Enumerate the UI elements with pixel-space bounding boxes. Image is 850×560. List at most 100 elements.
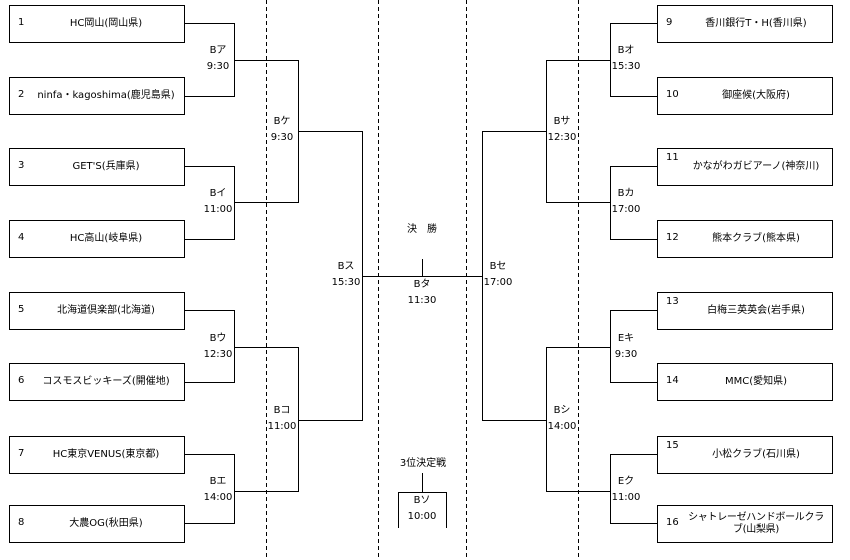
team-name: 北海道倶楽部(北海道) xyxy=(57,305,155,316)
team-box-12: 12 熊本クラブ(熊本県) xyxy=(657,220,833,258)
match-id: Bア xyxy=(209,45,227,56)
match-label-bu: Bウ 12:30 xyxy=(198,331,238,363)
match-time: 12:30 xyxy=(547,132,577,143)
team-box-13: 13 白梅三英英会(岩手県) xyxy=(657,292,833,330)
team-seed: 10 xyxy=(666,89,679,100)
match-time: 9:30 xyxy=(270,132,294,143)
team-name: かながわガビアーノ(神奈川) xyxy=(692,161,820,172)
team-seed: 9 xyxy=(666,17,673,28)
third-place-heading: 3位決定戦 xyxy=(399,458,447,469)
connector-be xyxy=(185,454,235,524)
team-seed: 5 xyxy=(18,304,25,315)
match-label-bsu: Bス 15:30 xyxy=(326,259,366,291)
match-time: 9:30 xyxy=(206,61,230,72)
team-name: ninfa・kagoshima(鹿児島県) xyxy=(37,90,175,101)
match-time: 14:00 xyxy=(203,492,233,503)
team-box-2: 2 ninfa・kagoshima(鹿児島県) xyxy=(9,77,185,115)
match-label-bka: Bカ 17:00 xyxy=(606,186,646,218)
match-label-bi: Bイ 11:00 xyxy=(198,186,238,218)
match-label-bso: Bソ 10:00 xyxy=(402,493,442,525)
team-seed: 11 xyxy=(666,152,679,163)
connector-eku xyxy=(610,454,657,524)
connector-bshi xyxy=(546,347,611,492)
team-name: コスモスビッキーズ(開催地) xyxy=(42,376,170,387)
match-id: Bセ xyxy=(489,261,507,272)
match-label-bsa: Bサ 12:30 xyxy=(542,114,582,146)
team-seed: 3 xyxy=(18,160,25,171)
team-name: 御座候(大阪府) xyxy=(722,90,790,101)
match-time: 15:30 xyxy=(611,61,641,72)
final-heading: 決 勝 xyxy=(407,224,437,235)
team-seed: 12 xyxy=(666,232,679,243)
match-time: 14:00 xyxy=(547,421,577,432)
team-seed: 1 xyxy=(18,17,25,28)
match-label-bshi: Bシ 14:00 xyxy=(542,403,582,435)
match-time: 17:00 xyxy=(611,204,641,215)
team-box-15: 15 小松クラブ(石川県) xyxy=(657,436,833,474)
match-label-bse: Bセ 17:00 xyxy=(478,259,518,291)
match-time: 12:30 xyxy=(203,349,233,360)
team-name: HC岡山(岡山県) xyxy=(69,18,143,29)
team-seed: 4 xyxy=(18,232,25,243)
match-id: Bシ xyxy=(553,405,571,416)
connector-eki xyxy=(610,310,657,383)
team-box-4: 4 HC高山(岐阜県) xyxy=(9,220,185,258)
team-box-11: 11 かながわガビアーノ(神奈川) xyxy=(657,148,833,186)
match-id: Eク xyxy=(617,476,635,487)
team-name: 香川銀行T・H(香川県) xyxy=(705,18,807,29)
team-seed: 16 xyxy=(666,517,679,528)
team-seed: 15 xyxy=(666,440,679,451)
team-name: 白梅三英英会(岩手県) xyxy=(707,305,805,316)
match-id: Eキ xyxy=(617,333,635,344)
match-id: Bウ xyxy=(209,333,227,344)
match-label-bo: Bオ 15:30 xyxy=(606,43,646,75)
team-box-7: 7 HC東京VENUS(東京都) xyxy=(9,436,185,474)
team-seed: 7 xyxy=(18,448,25,459)
match-time: 9:30 xyxy=(614,349,638,360)
match-id: Bエ xyxy=(209,476,227,487)
connector-third xyxy=(398,492,447,528)
match-id: Bソ xyxy=(413,495,431,506)
team-name: GET'S(兵庫県) xyxy=(72,161,140,172)
team-seed: 14 xyxy=(666,375,679,386)
match-id: Bカ xyxy=(617,188,635,199)
match-time: 11:00 xyxy=(611,492,641,503)
team-seed: 8 xyxy=(18,517,25,528)
team-seed: 2 xyxy=(18,89,25,100)
team-box-1: 1 HC岡山(岡山県) xyxy=(9,5,185,43)
team-name: 小松クラブ(石川県) xyxy=(712,449,800,460)
team-name: HC東京VENUS(東京都) xyxy=(52,449,160,460)
match-label-bta: Bタ 11:30 xyxy=(402,277,442,309)
team-box-16: 16 シャトレーゼハンドボールクラブ(山梨県) xyxy=(657,505,833,543)
match-time: 11:30 xyxy=(407,295,437,306)
match-id: Bオ xyxy=(617,45,635,56)
match-label-ba: Bア 9:30 xyxy=(198,43,238,75)
team-box-14: 14 MMC(愛知県) xyxy=(657,363,833,401)
team-box-5: 5 北海道倶楽部(北海道) xyxy=(9,292,185,330)
match-id: Bタ xyxy=(413,279,431,290)
match-label-eku: Eク 11:00 xyxy=(606,474,646,506)
match-id: Bコ xyxy=(273,405,291,416)
match-time: 10:00 xyxy=(407,511,437,522)
match-time: 15:30 xyxy=(331,277,361,288)
match-label-bko: Bコ 11:00 xyxy=(262,403,302,435)
team-name: シャトレーゼハンドボールクラブ(山梨県) xyxy=(688,512,824,535)
team-box-6: 6 コスモスビッキーズ(開催地) xyxy=(9,363,185,401)
match-label-bke: Bケ 9:30 xyxy=(262,114,302,146)
match-label-eki: Eキ 9:30 xyxy=(606,331,646,363)
team-box-3: 3 GET'S(兵庫県) xyxy=(9,148,185,186)
team-name: MMC(愛知県) xyxy=(724,376,788,387)
team-name: 大農OG(秋田県) xyxy=(69,518,143,529)
connector-bu xyxy=(185,310,235,383)
team-seed: 6 xyxy=(18,375,25,386)
match-id: Bケ xyxy=(273,116,291,127)
match-time: 17:00 xyxy=(483,277,513,288)
team-box-9: 9 香川銀行T・H(香川県) xyxy=(657,5,833,43)
match-id: Bサ xyxy=(553,116,571,127)
match-time: 11:00 xyxy=(203,204,233,215)
match-id: Bイ xyxy=(209,188,227,199)
match-label-be: Bエ 14:00 xyxy=(198,474,238,506)
team-name: HC高山(岐阜県) xyxy=(69,233,143,244)
team-box-10: 10 御座候(大阪府) xyxy=(657,77,833,115)
